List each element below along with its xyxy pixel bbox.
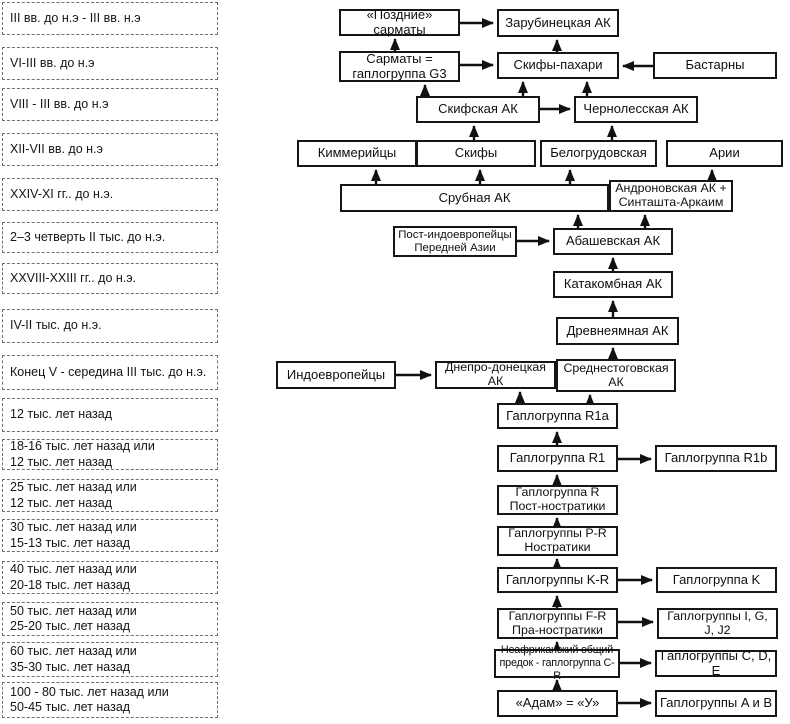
node-post-indoevropeytsy: Пост-индоевропейцы Передней Азии bbox=[393, 226, 517, 257]
timeline-item: 18-16 тыс. лет назад или 12 тыс. лет наз… bbox=[2, 439, 218, 470]
timeline-item: 2–3 четверть II тыс. до н.э. bbox=[2, 222, 218, 253]
timeline-item: XII-VII вв. до н.э bbox=[2, 133, 218, 166]
node-haplogroup-r: Гаплогруппа R Пост-ностратики bbox=[497, 485, 618, 515]
node-dnepro-donetskaya: Днепро-донецкая АК bbox=[435, 360, 556, 389]
timeline-item: XXVIII-XXIII гг.. до н.э. bbox=[2, 263, 218, 294]
node-haplogroups-fr: Гаплогруппы F-R Пра-ностратики bbox=[497, 608, 618, 639]
node-andronovskaya: Андроновская АК + Синташта-Аркаим bbox=[609, 180, 733, 212]
node-haplogroups-kr: Гаплогруппы K-R bbox=[497, 567, 618, 593]
timeline-item: VI-III вв. до н.э bbox=[2, 47, 218, 80]
node-abashevskaya: Абашевская АК bbox=[553, 228, 673, 255]
node-skify: Скифы bbox=[416, 140, 536, 167]
timeline-item: 100 - 80 тыс. лет назад или 50-45 тыс. л… bbox=[2, 682, 218, 718]
node-kimmeriytsy: Киммерийцы bbox=[297, 140, 417, 167]
node-haplogroups-cde: Гаплогруппы C, D, E bbox=[655, 648, 777, 677]
timeline-item: 60 тыс. лет назад или 35-30 тыс. лет наз… bbox=[2, 642, 218, 677]
node-haplogroup-k: Гаплогруппа K bbox=[656, 567, 777, 593]
node-haplogroups-ab: Гаплогруппы A и B bbox=[655, 690, 777, 717]
timeline-item: 40 тыс. лет назад или 20-18 тыс. лет наз… bbox=[2, 561, 218, 594]
node-drevneyamnaya: Древнеямная АК bbox=[556, 317, 679, 345]
node-chernolesskaya-ak: Чернолесская АК bbox=[574, 96, 698, 123]
node-belogrudovskaya: Белогрудовская bbox=[540, 140, 657, 167]
timeline-item: III вв. до н.э - III вв. н.э bbox=[2, 2, 218, 35]
timeline-item: Конец V - середина III тыс. до н.э. bbox=[2, 355, 218, 390]
node-srubnaya-ak: Срубная АК bbox=[340, 184, 609, 212]
node-adam: «Адам» = «У» bbox=[497, 690, 618, 717]
node-pozdnie-sarmaty: «Поздние» сарматы bbox=[339, 7, 460, 36]
node-haplogroup-r1: Гаплогруппа R1 bbox=[497, 445, 618, 472]
timeline-item: VIII - III вв. до н.э bbox=[2, 88, 218, 121]
node-bastarny: Бастарны bbox=[653, 52, 777, 79]
node-katakombnaya: Катакомбная АК bbox=[553, 271, 673, 298]
timeline-item: 12 тыс. лет назад bbox=[2, 398, 218, 432]
node-srednestogovskaya: Среднестоговская АК bbox=[556, 359, 676, 392]
node-arii: Арии bbox=[666, 140, 783, 167]
node-skifskaya-ak: Скифская АК bbox=[416, 96, 540, 123]
timeline-item: 25 тыс. лет назад или 12 тыс. лет назад bbox=[2, 479, 218, 512]
node-zarubinetskaya: Зарубинецкая АК bbox=[497, 9, 619, 37]
node-non-african-ancestor: Неафриканский общий предок - гаплогруппа… bbox=[494, 644, 620, 682]
node-indoevropeytsy: Индоевропейцы bbox=[276, 361, 396, 389]
node-skify-pahari: Скифы-пахари bbox=[497, 52, 619, 79]
node-haplogroup-r1a: Гаплогруппа R1a bbox=[497, 403, 618, 429]
timeline-item: IV-II тыс. до н.э. bbox=[2, 309, 218, 343]
node-sarmaty-g3: Сарматы = гаплогруппа G3 bbox=[339, 51, 460, 82]
node-haplogroups-igjj2: Гаплогруппы I, G, J, J2 bbox=[657, 608, 778, 639]
timeline-item: XXIV-XI гг.. до н.э. bbox=[2, 178, 218, 211]
timeline-item: 50 тыс. лет назад или 25-20 тыс. лет наз… bbox=[2, 602, 218, 636]
node-haplogroup-r1b: Гаплогруппа R1b bbox=[655, 445, 777, 472]
node-haplogroups-pr: Гаплогруппы P-R Ностратики bbox=[497, 526, 618, 556]
timeline-item: 30 тыс. лет назад или 15-13 тыс. лет наз… bbox=[2, 519, 218, 552]
